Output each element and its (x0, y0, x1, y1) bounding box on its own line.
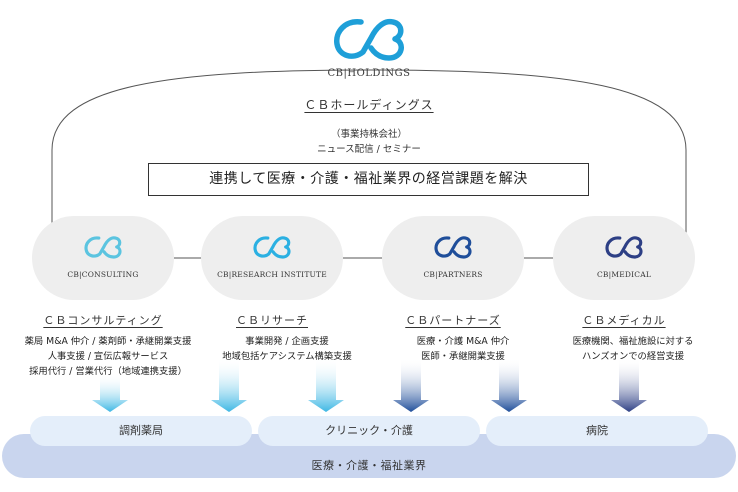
company-brand: CB|MEDICAL (596, 270, 652, 279)
company-medical: CB|MEDICAL (553, 216, 695, 300)
company-brand: CB|PARTNERS (423, 270, 483, 279)
cb-consulting-logo (84, 236, 122, 259)
desc-line: ハンズオンでの経営支援 (581, 351, 685, 362)
company-desc-research: 事業開発 / 企画支援 地域包括ケアシステム構築支援 (196, 334, 378, 364)
desc-line: 医療機関、福祉施設に対する (572, 336, 694, 347)
mission-statement: 連携して医療・介護・福祉業界の経営課題を解決 (148, 163, 589, 196)
industry-label: 医療・介護・福祉業界 (311, 459, 427, 472)
company-partners: CB|PARTNERS (382, 216, 524, 300)
desc-line: 地域包括ケアシステム構築支援 (222, 351, 352, 362)
holdings-role: （事業持株会社） (330, 129, 407, 140)
desc-line: 医師・承継開業支援 (421, 351, 505, 362)
company-consulting: CB|CONSULTING (32, 216, 174, 300)
arrow-down-icon (491, 358, 527, 412)
company-brand: CB|CONSULTING (67, 270, 139, 279)
company-desc-consulting: 薬局 M&A 仲介 / 薬剤師・承継開業支援 人事支援 / 宣伝広報サービス 採… (2, 334, 214, 379)
cb-holdings-logo (334, 18, 404, 61)
arrow-down-icon (308, 358, 344, 412)
arrow-down-icon (211, 358, 247, 412)
desc-line: 事業開発 / 企画支援 (245, 336, 329, 347)
company-name-consulting: ＣＢコンサルティング (43, 314, 163, 327)
desc-line: 医療・介護 M&A 仲介 (416, 336, 510, 347)
sector-hospital: 病院 (486, 416, 708, 446)
cb-partners-logo (434, 236, 472, 259)
holdings-name: ＣＢホールディングス (304, 98, 434, 112)
company-name-research: ＣＢリサーチ (236, 314, 308, 327)
desc-line: 薬局 M&A 仲介 / 薬剤師・承継開業支援 (24, 336, 192, 347)
company-desc-medical: 医療機関、福祉施設に対する ハンズオンでの経営支援 (548, 334, 718, 364)
holdings-brand: CB|HOLDINGS (327, 68, 411, 79)
company-brand: CB|RESEARCH INSTITUTE (217, 270, 327, 279)
desc-line: 採用代行 / 営業代行（地域連携支援） (29, 366, 187, 377)
company-name-partners: ＣＢパートナーズ (405, 314, 501, 327)
arrow-down-icon (611, 358, 647, 412)
arrow-down-icon (393, 358, 429, 412)
holdings-services: ニュース配信 / セミナー (317, 144, 421, 155)
company-desc-partners: 医療・介護 M&A 仲介 医師・承継開業支援 (380, 334, 546, 364)
cb-research-logo (253, 236, 291, 259)
desc-line: 人事支援 / 宣伝広報サービス (47, 351, 169, 362)
cb-medical-logo (605, 236, 643, 259)
company-research: CB|RESEARCH INSTITUTE (201, 216, 343, 300)
sector-clinic-care: クリニック・介護 (258, 416, 480, 446)
company-name-medical: ＣＢメディカル (582, 314, 666, 327)
arrow-down-icon (92, 374, 128, 412)
sector-pharmacy: 調剤薬局 (30, 416, 252, 446)
